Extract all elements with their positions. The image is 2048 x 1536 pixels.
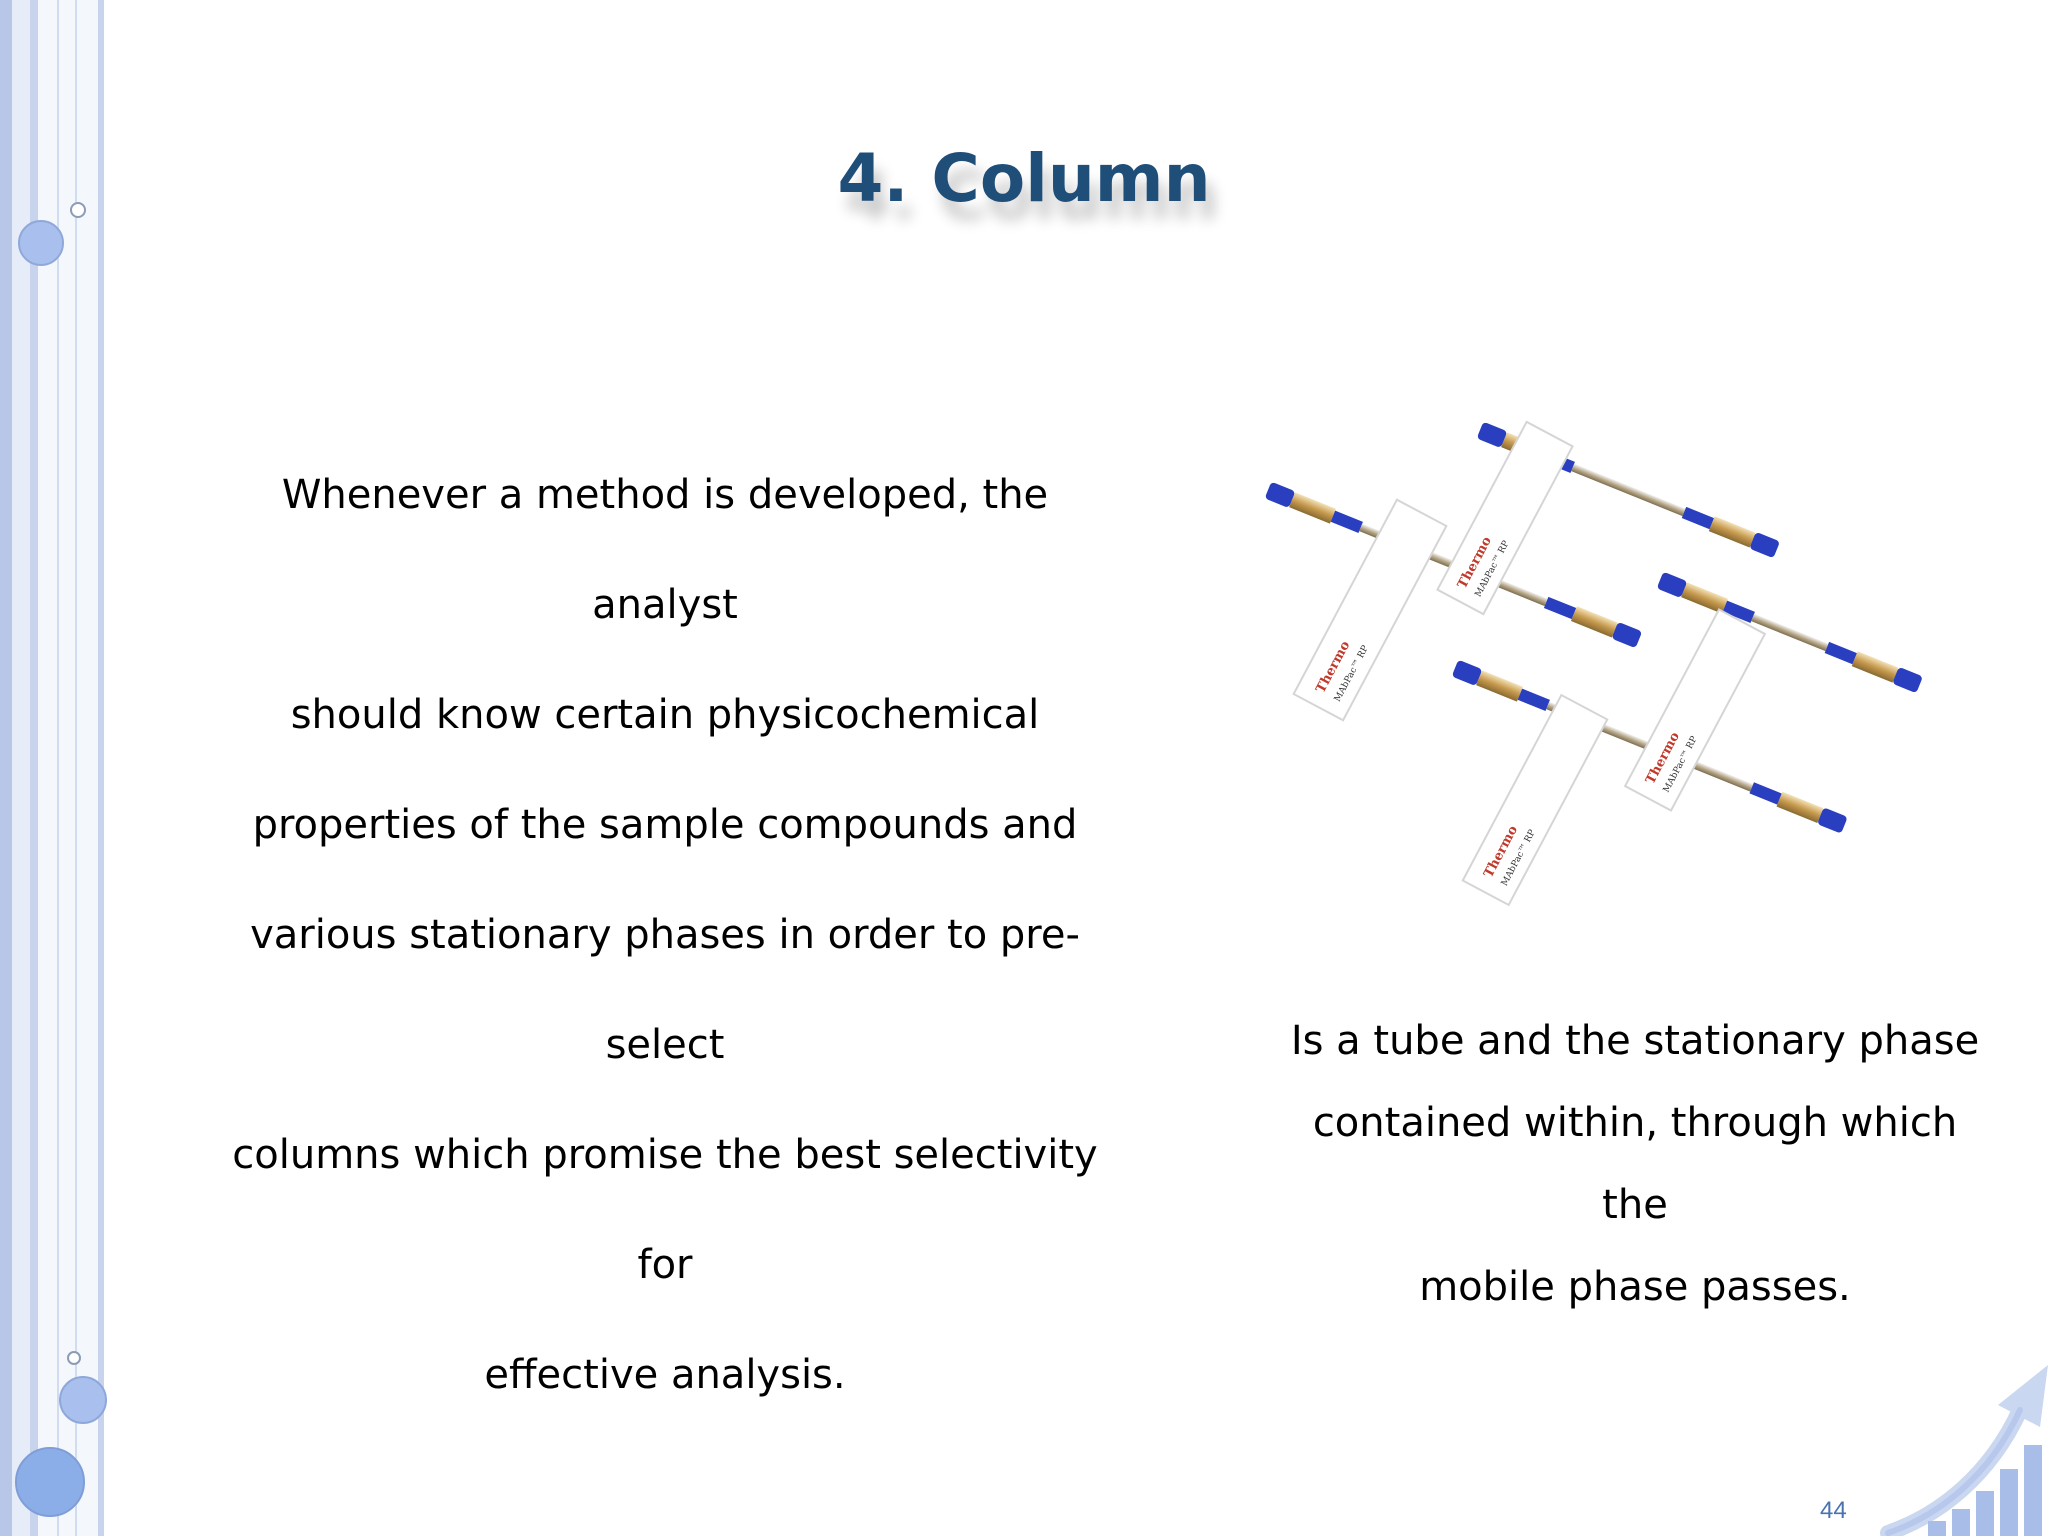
paragraph-line: properties of the sample compounds and [252, 802, 1078, 848]
decorative-circle-icon [67, 1351, 81, 1365]
hplc-columns-image: Thermo MAbPac™ RP Thermo MAbPac™ RP Ther… [1265, 420, 1922, 907]
decorative-circle-icon [18, 220, 64, 266]
column-label-tag: Thermo MAbPac™ RP [1292, 498, 1448, 722]
page-number: 44 [1820, 1497, 1847, 1524]
paragraph-line: mobile phase passes. [1419, 1264, 1851, 1310]
paragraph-line: various stationary phases in order to pr… [250, 912, 1080, 1068]
paragraph-line: Whenever a method is developed, the anal… [281, 472, 1049, 628]
column-label-tag: Thermo MAbPac™ RP [1623, 608, 1767, 812]
growth-chart-icon [1880, 1365, 2048, 1536]
paragraph-line: columns which promise the best selectivi… [232, 1132, 1098, 1288]
decorative-circle-icon [15, 1447, 85, 1517]
paragraph-line: should know certain physicochemical [290, 692, 1040, 738]
paragraph-line: contained within, through which the [1312, 1100, 1958, 1228]
decorative-circle-icon [70, 202, 86, 218]
decorative-circle-icon [59, 1376, 107, 1424]
border-stripe [30, 0, 38, 1536]
left-decorative-border [0, 0, 107, 1536]
right-paragraph: Is a tube and the stationary phase conta… [1280, 1000, 1990, 1328]
left-paragraph: Whenever a method is developed, the anal… [215, 440, 1115, 1430]
column-right [1657, 572, 1922, 693]
border-stripe [98, 0, 104, 1536]
paragraph-line: Is a tube and the stationary phase [1290, 1018, 1980, 1064]
border-stripe [12, 0, 30, 1536]
border-stripe [0, 0, 12, 1536]
slide-title: 4. Column [837, 140, 1211, 217]
column-label-tag: Thermo MAbPac™ RP [1461, 693, 1609, 907]
paragraph-line: effective analysis. [484, 1352, 846, 1398]
